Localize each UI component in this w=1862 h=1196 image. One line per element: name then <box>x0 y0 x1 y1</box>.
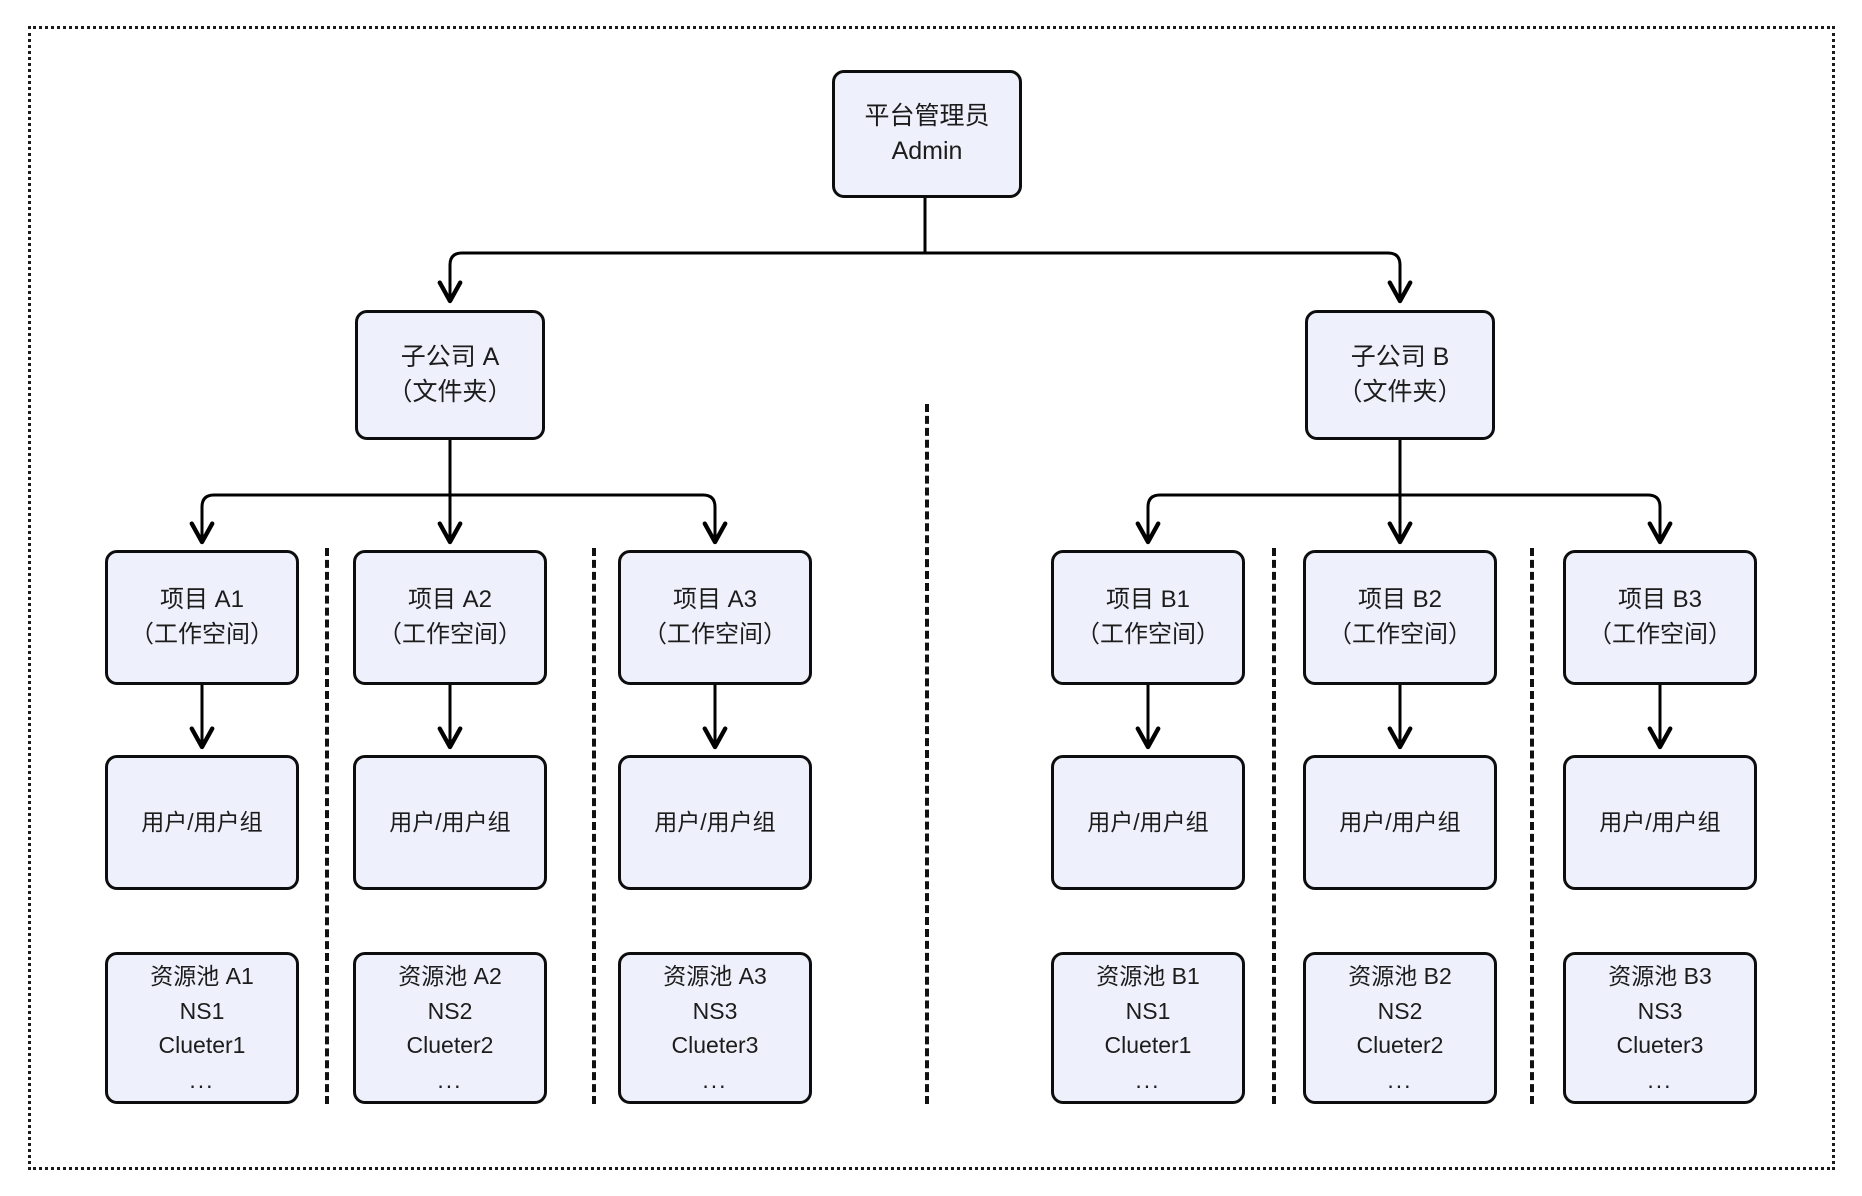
node-folder-b[interactable]: 子公司 B （文件夹） <box>1305 310 1495 440</box>
node-pool-b3[interactable]: 资源池 B3 NS3 Clueter3 ... <box>1563 952 1757 1104</box>
node-pool-a1[interactable]: 资源池 A1 NS1 Clueter1 ... <box>105 952 299 1104</box>
divider-a1-a2 <box>325 548 329 1104</box>
node-project-b3-line2: （工作空间） <box>1588 620 1732 648</box>
node-pool-a2-line2: NS2 <box>427 997 473 1024</box>
divider-group-a-b <box>925 404 929 1104</box>
divider-b1-b2 <box>1272 548 1276 1104</box>
node-project-a1[interactable]: 项目 A1 （工作空间） <box>105 550 299 685</box>
node-project-b1[interactable]: 项目 B1 （工作空间） <box>1051 550 1245 685</box>
node-users-a3-label: 用户/用户组 <box>654 809 776 836</box>
node-folder-a-line2: （文件夹） <box>387 378 513 406</box>
node-project-a1-line1: 项目 A1 <box>159 586 245 614</box>
node-users-a2-label: 用户/用户组 <box>389 809 511 836</box>
node-pool-b3-line4: ... <box>1647 1066 1673 1093</box>
node-pool-a3-line2: NS3 <box>692 997 738 1024</box>
node-pool-a1-line1: 资源池 A1 <box>150 963 254 989</box>
node-users-a1-label: 用户/用户组 <box>141 809 263 836</box>
node-project-a2-line2: （工作空间） <box>378 620 522 648</box>
node-platform-admin-line1: 平台管理员 <box>864 101 990 130</box>
node-pool-b3-line1: 资源池 B3 <box>1608 963 1712 989</box>
node-project-a1-line2: （工作空间） <box>130 620 274 648</box>
node-project-b2-line1: 项目 B2 <box>1357 586 1443 614</box>
divider-b2-b3 <box>1530 548 1534 1104</box>
node-pool-a2-line1: 资源池 A2 <box>398 963 502 989</box>
node-pool-a3[interactable]: 资源池 A3 NS3 Clueter3 ... <box>618 952 812 1104</box>
node-pool-a3-line1: 资源池 A3 <box>663 963 767 989</box>
node-users-b1[interactable]: 用户/用户组 <box>1051 755 1245 890</box>
node-project-a2[interactable]: 项目 A2 （工作空间） <box>353 550 547 685</box>
node-folder-a[interactable]: 子公司 A （文件夹） <box>355 310 545 440</box>
node-project-b2[interactable]: 项目 B2 （工作空间） <box>1303 550 1497 685</box>
node-pool-a3-line4: ... <box>702 1066 728 1093</box>
node-users-a2[interactable]: 用户/用户组 <box>353 755 547 890</box>
node-project-a2-line1: 项目 A2 <box>407 586 493 614</box>
node-users-b3-label: 用户/用户组 <box>1599 809 1721 836</box>
node-project-b2-line2: （工作空间） <box>1328 620 1472 648</box>
node-pool-b2[interactable]: 资源池 B2 NS2 Clueter2 ... <box>1303 952 1497 1104</box>
node-pool-b1-line2: NS1 <box>1125 997 1171 1024</box>
node-platform-admin-line2: Admin <box>891 137 963 165</box>
node-users-b1-label: 用户/用户组 <box>1087 809 1209 836</box>
node-pool-b2-line2: NS2 <box>1377 997 1423 1024</box>
node-project-a3[interactable]: 项目 A3 （工作空间） <box>618 550 812 685</box>
node-platform-admin[interactable]: 平台管理员 Admin <box>832 70 1022 198</box>
node-pool-a2[interactable]: 资源池 A2 NS2 Clueter2 ... <box>353 952 547 1104</box>
node-project-b3-line1: 项目 B3 <box>1617 586 1703 614</box>
node-project-b1-line1: 项目 B1 <box>1105 586 1191 614</box>
node-pool-b1-line4: ... <box>1135 1066 1161 1093</box>
node-project-b1-line2: （工作空间） <box>1076 620 1220 648</box>
node-users-a3[interactable]: 用户/用户组 <box>618 755 812 890</box>
node-users-b3[interactable]: 用户/用户组 <box>1563 755 1757 890</box>
node-pool-b3-line2: NS3 <box>1637 997 1683 1024</box>
node-folder-b-line2: （文件夹） <box>1337 378 1463 406</box>
node-project-b3[interactable]: 项目 B3 （工作空间） <box>1563 550 1757 685</box>
divider-a2-a3 <box>592 548 596 1104</box>
node-folder-a-line1: 子公司 A <box>400 342 500 371</box>
node-pool-a3-line3: Clueter3 <box>671 1032 759 1058</box>
node-users-b2-label: 用户/用户组 <box>1339 809 1461 836</box>
node-project-a3-line1: 项目 A3 <box>672 586 758 614</box>
node-pool-b2-line1: 资源池 B2 <box>1348 963 1452 989</box>
node-pool-a2-line4: ... <box>437 1066 463 1093</box>
node-pool-a1-line2: NS1 <box>179 997 225 1024</box>
node-folder-b-line1: 子公司 B <box>1350 342 1450 371</box>
node-pool-b1-line1: 资源池 B1 <box>1096 963 1200 989</box>
node-pool-b1-line3: Clueter1 <box>1104 1032 1192 1058</box>
diagram-outer-border <box>28 26 1835 1170</box>
node-pool-b3-line3: Clueter3 <box>1616 1032 1704 1058</box>
node-users-a1[interactable]: 用户/用户组 <box>105 755 299 890</box>
node-pool-b1[interactable]: 资源池 B1 NS1 Clueter1 ... <box>1051 952 1245 1104</box>
node-pool-a1-line4: ... <box>189 1066 215 1093</box>
node-pool-a1-line3: Clueter1 <box>158 1032 246 1058</box>
node-pool-b2-line3: Clueter2 <box>1356 1032 1444 1058</box>
node-users-b2[interactable]: 用户/用户组 <box>1303 755 1497 890</box>
node-pool-a2-line3: Clueter2 <box>406 1032 494 1058</box>
node-pool-b2-line4: ... <box>1387 1066 1413 1093</box>
node-project-a3-line2: （工作空间） <box>643 620 787 648</box>
